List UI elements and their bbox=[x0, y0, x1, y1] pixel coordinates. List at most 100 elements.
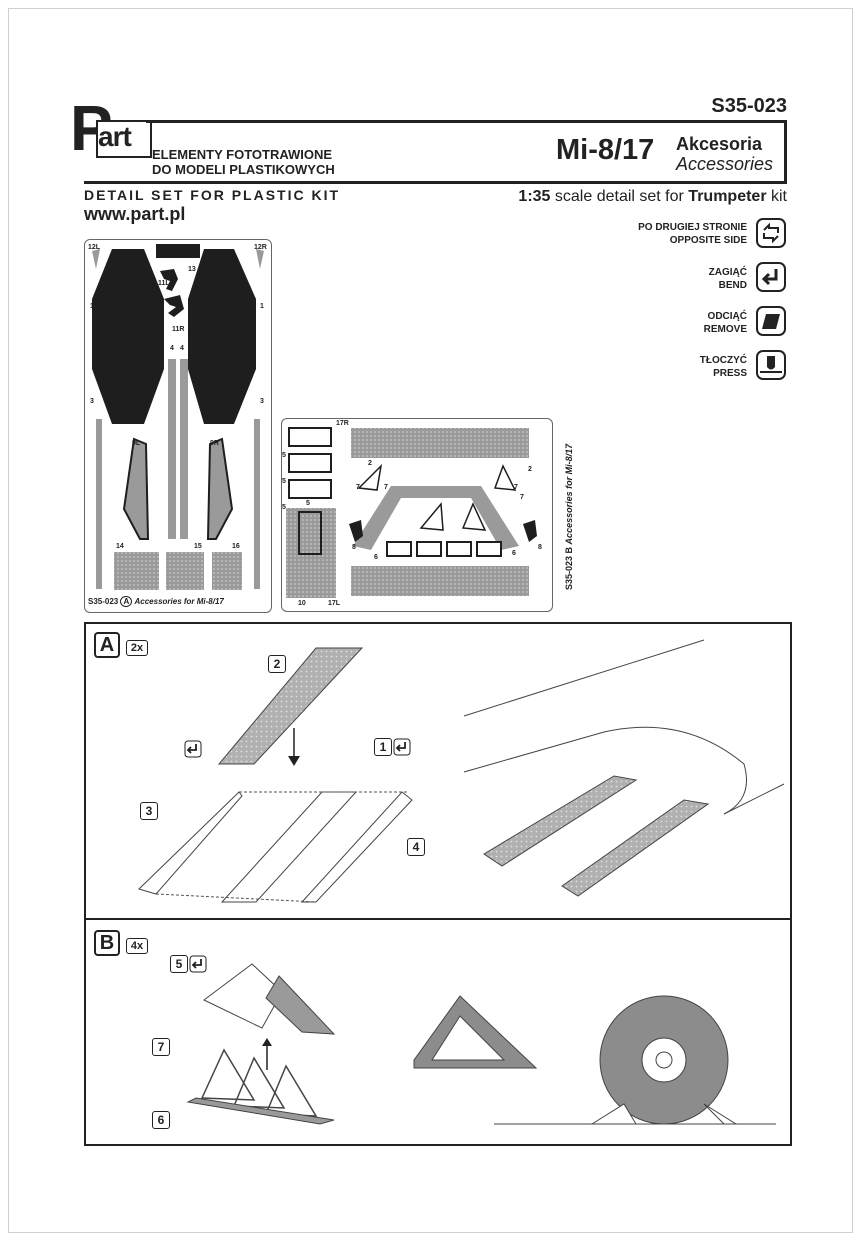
legend-opposite-side: PO DRUGIEJ STRONIE OPPOSITE SIDE bbox=[587, 221, 747, 247]
fret-a-label-11r: 11R bbox=[172, 326, 185, 333]
callout-2: 2 bbox=[268, 655, 286, 673]
fret-a-label-11l: 11L bbox=[158, 280, 170, 287]
fuselage-contour bbox=[463, 726, 747, 815]
part-9r bbox=[206, 437, 234, 540]
header-rule-vertical bbox=[784, 120, 787, 184]
remove-icon bbox=[756, 306, 786, 336]
legend-label-pl: PO DRUGIEJ STRONIE bbox=[638, 222, 747, 233]
legend-label-en: OPPOSITE SIDE bbox=[669, 235, 747, 246]
fret-b-label-5a: 5 bbox=[282, 452, 286, 459]
finished-chock-window bbox=[431, 1015, 506, 1061]
part-3-left bbox=[96, 419, 102, 589]
part-8-right bbox=[523, 520, 537, 542]
part-17l bbox=[351, 566, 529, 596]
section-b-letter: B bbox=[94, 930, 120, 956]
header-rule-bottom bbox=[84, 181, 787, 184]
scale-text: scale detail set for bbox=[550, 188, 689, 205]
fret-b-label-5c: 5 bbox=[282, 504, 286, 511]
kit-word: kit bbox=[766, 188, 787, 205]
fret-b-label-17l: 17L bbox=[328, 600, 341, 607]
fret-a-label-13: 13 bbox=[188, 266, 196, 273]
fret-a-label-1-right: 1 bbox=[260, 303, 264, 310]
bend-icon bbox=[393, 738, 411, 756]
fret-b-letter: B bbox=[564, 546, 574, 554]
model-name: Mi-8/17 bbox=[556, 134, 655, 166]
bend-icon bbox=[189, 955, 207, 973]
callout-4: 4 bbox=[407, 838, 425, 856]
part-14 bbox=[114, 552, 159, 590]
legend-label-en: PRESS bbox=[713, 368, 747, 379]
fuselage-line-upper bbox=[463, 639, 705, 717]
installed-ramp-left bbox=[483, 775, 638, 867]
bend-icon bbox=[756, 262, 786, 292]
page-border bbox=[8, 8, 853, 1233]
fret-b-code-text: S35-023 bbox=[564, 555, 574, 590]
fret-b-label-6a: 6 bbox=[374, 554, 378, 561]
fret-b-label-7a: 7 bbox=[356, 484, 360, 491]
part-15 bbox=[166, 552, 204, 590]
logo-box bbox=[96, 120, 152, 158]
logo-text: art bbox=[98, 121, 132, 152]
chock-right bbox=[703, 1103, 738, 1125]
fret-a-label-15: 15 bbox=[194, 543, 202, 550]
fret-a-caption: Accessories for Mi-8/17 bbox=[134, 597, 224, 606]
instructions-frame bbox=[84, 622, 792, 1146]
part-16 bbox=[212, 552, 242, 590]
bend-icon bbox=[184, 740, 202, 758]
fret-a-label-4-right: 4 bbox=[180, 345, 184, 352]
legend-bend: ZAGIĄĆ BEND bbox=[587, 266, 747, 292]
fret-b-drawing bbox=[286, 427, 537, 598]
callout-3: 3 bbox=[140, 802, 158, 820]
section-b-multiplier: 4x bbox=[126, 938, 148, 954]
legend-label-en: REMOVE bbox=[703, 324, 747, 335]
fret-b-label-6b: 6 bbox=[512, 550, 516, 557]
part-12l bbox=[92, 249, 100, 269]
part-6-step bbox=[186, 1097, 335, 1125]
part-1-right bbox=[188, 249, 256, 424]
fret-a-letter: A bbox=[120, 596, 133, 607]
fret-b-label-17r: 17R bbox=[336, 420, 349, 427]
wheel-center bbox=[655, 1051, 673, 1069]
part-7-group bbox=[357, 463, 517, 531]
fret-a-label-9r: 9R bbox=[210, 440, 219, 447]
part-11r bbox=[164, 295, 184, 317]
legend-label-en: BEND bbox=[718, 280, 747, 291]
press-icon bbox=[756, 350, 786, 380]
fret-a-label-3-right: 3 bbox=[260, 398, 264, 405]
subtitle-polish: Akcesoria bbox=[676, 134, 763, 154]
section-a-letter: A bbox=[94, 632, 120, 658]
fret-b-label-7b: 7 bbox=[384, 484, 388, 491]
part-8-left bbox=[349, 520, 363, 542]
fret-b-caption: Accessories for Mi-8/17 bbox=[564, 443, 574, 545]
part-2 bbox=[353, 486, 519, 550]
fret-a-label-1-left: 1 bbox=[90, 303, 94, 310]
detail-set-label: DETAIL SET FOR PLASTIC KIT bbox=[84, 187, 341, 203]
fret-a-label-9l: 9L bbox=[132, 440, 141, 447]
opposite-side-icon bbox=[756, 218, 786, 248]
fret-a-label-12l: 12L bbox=[88, 244, 101, 251]
fret-a-label-16: 16 bbox=[232, 543, 240, 550]
fret-b-label-8b: 8 bbox=[538, 544, 542, 551]
part-11l bbox=[160, 269, 178, 291]
part-9l bbox=[122, 437, 150, 540]
part-1-left bbox=[92, 249, 164, 424]
header-rule-top bbox=[146, 120, 787, 123]
part-4-right bbox=[180, 359, 188, 539]
fret-a-label-3-left: 3 bbox=[90, 398, 94, 405]
section-a-drawing bbox=[138, 639, 785, 903]
fret-a-drawing bbox=[92, 244, 264, 590]
callout-1: 1 bbox=[374, 738, 392, 756]
legend-label-pl: ZAGIĄĆ bbox=[708, 267, 747, 278]
part-5-ramp bbox=[265, 975, 336, 1035]
fret-b-label-10: 10 bbox=[298, 600, 306, 607]
callout-5: 5 bbox=[170, 955, 188, 973]
fret-a-label-14: 14 bbox=[116, 543, 124, 550]
fret-a-code-text: S35-023 bbox=[88, 597, 119, 606]
fret-b-label-2a: 2 bbox=[368, 460, 372, 467]
legend-press: TŁOCZYĆ PRESS bbox=[587, 354, 747, 380]
legend-label-pl: TŁOCZYĆ bbox=[699, 355, 747, 366]
fret-a-label-12r: 12R bbox=[254, 244, 267, 251]
polish-subtitle-line2: DO MODELI PLASTIKOWYCH bbox=[152, 162, 335, 177]
fuselage-line-lower bbox=[723, 783, 785, 815]
website-link[interactable]: www.part.pl bbox=[84, 204, 186, 224]
